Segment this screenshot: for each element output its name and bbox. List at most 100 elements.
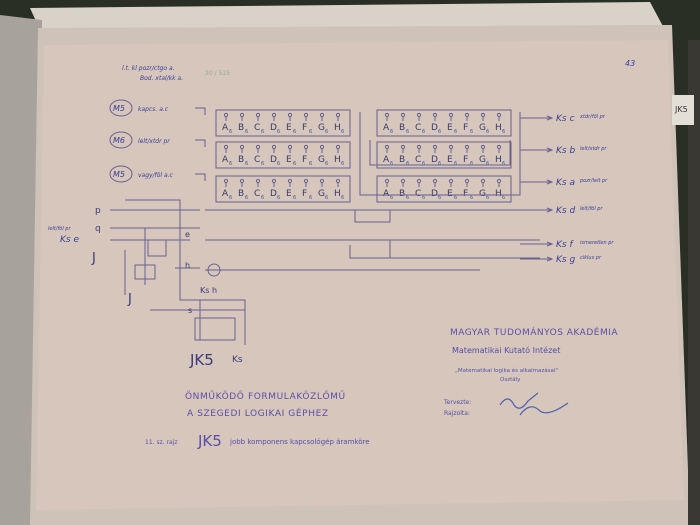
contact-letter: D [270,155,277,165]
contact-subscript: 6 [390,195,393,201]
contact-subscript: 6 [325,195,328,201]
contact-letter: D [431,155,438,165]
contact-subscript: 6 [406,161,409,167]
contact-letter: E [447,189,453,199]
contact-letter: F [302,123,307,133]
contact-letter: C [415,155,421,165]
contact-letter: B [238,123,244,133]
contact-subscript: 6 [406,195,409,201]
contact-letter: G [318,189,325,199]
contact-group-frame [376,175,512,203]
contact-subscript: 6 [486,161,489,167]
designed-by-label: Tervezte: [443,399,471,406]
contact-letter: G [479,123,486,133]
contact-group-frame [376,141,512,169]
title-jk5: JK5 [197,432,222,450]
contact-letter: H [334,189,341,199]
input-circle [109,131,133,149]
signature [499,392,569,416]
contact-letter: F [463,155,468,165]
contact-subscript: 6 [309,161,312,167]
label-e: e [185,230,190,239]
kse-label: Ks e [60,235,79,245]
contact-group-frame [376,109,512,137]
contact-letter: B [399,123,405,133]
contact-subscript: 6 [245,129,248,135]
department-name: „Matematikai logika és alkalmazásai" [455,367,558,374]
contact-subscript: 6 [406,129,409,135]
contact-letter: H [495,189,502,199]
contact-subscript: 6 [261,129,264,135]
j-label-1: J [91,251,96,266]
input-circle-label: M5 [113,104,125,113]
kse-note: lelt/föl pr [48,226,71,232]
contact-subscript: 6 [277,195,280,201]
contact-letter: H [495,155,502,165]
contact-subscript: 6 [293,161,296,167]
contact-letter: B [238,189,244,199]
output-note: ciklus pr [580,255,602,261]
contact-subscript: 6 [229,129,232,135]
label-h: h [185,261,190,270]
contact-subscript: 6 [422,195,425,201]
contact-letter: D [270,123,277,133]
corner-tab [672,95,694,125]
contact-letter: D [270,189,277,199]
drawing-number: 11. sz. rajz [145,439,178,446]
output-label: Ks f [556,240,574,250]
contact-subscript: 6 [341,161,344,167]
contact-letter: A [383,189,390,199]
contact-letter: G [479,189,486,199]
contact-letter: H [334,155,341,165]
j-label-2: J [127,292,132,307]
background-paper [30,2,665,30]
input-circle-label: M5 [113,170,125,179]
output-note: lelt/xtdr pr [580,146,607,152]
contact-subscript: 6 [245,195,248,201]
contact-subscript: 6 [325,161,328,167]
input-circle [109,99,133,117]
input-switch [195,107,206,115]
caption: jobb komponens kapcsológép áramköre [229,438,370,446]
contact-subscript: 6 [422,129,425,135]
label-p: p [95,206,101,216]
contact-subscript: 6 [229,195,232,201]
contact-subscript: 6 [454,195,457,201]
contact-subscript: 6 [325,129,328,135]
arrow-icon [520,147,554,153]
contact-subscript: 6 [341,129,344,135]
input-label: kapcs. a.c [138,106,169,113]
input-circle-label: M6 [113,136,125,145]
contact-group-frame [215,109,351,137]
contact-letter: D [431,123,438,133]
drawn-by-label: Rajzolta: [444,410,470,417]
contact-letter: A [383,123,390,133]
contact-subscript: 6 [245,161,248,167]
arrow-icon [520,256,554,262]
